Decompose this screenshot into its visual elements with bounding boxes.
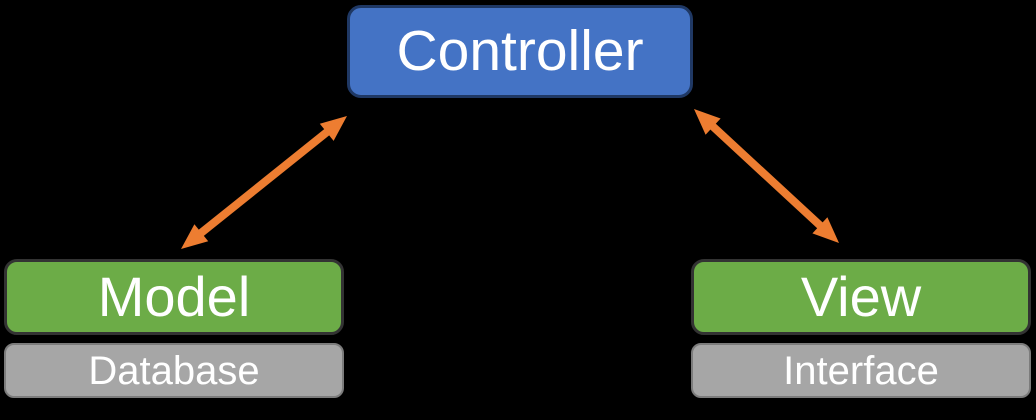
controller-model-arrow [181,116,347,249]
view-node: View [691,259,1031,335]
controller-view-arrow-line [703,116,830,236]
model-label: Model [97,265,251,328]
controller-node: Controller [347,5,693,98]
controller-model-arrowhead-bottom-icon [181,224,209,249]
interface-node: Interface [691,343,1031,398]
database-node: Database [4,343,344,398]
controller-view-arrowhead-top-icon [694,109,721,135]
controller-view-arrow [694,109,839,243]
controller-label: Controller [396,19,644,83]
database-label: Database [88,348,260,393]
interface-label: Interface [783,348,939,393]
controller-model-arrow-line [190,122,338,243]
controller-model-arrowhead-top-icon [319,116,347,141]
controller-view-arrowhead-bottom-icon [812,217,839,243]
model-node: Model [4,259,344,335]
view-label: View [800,265,922,328]
